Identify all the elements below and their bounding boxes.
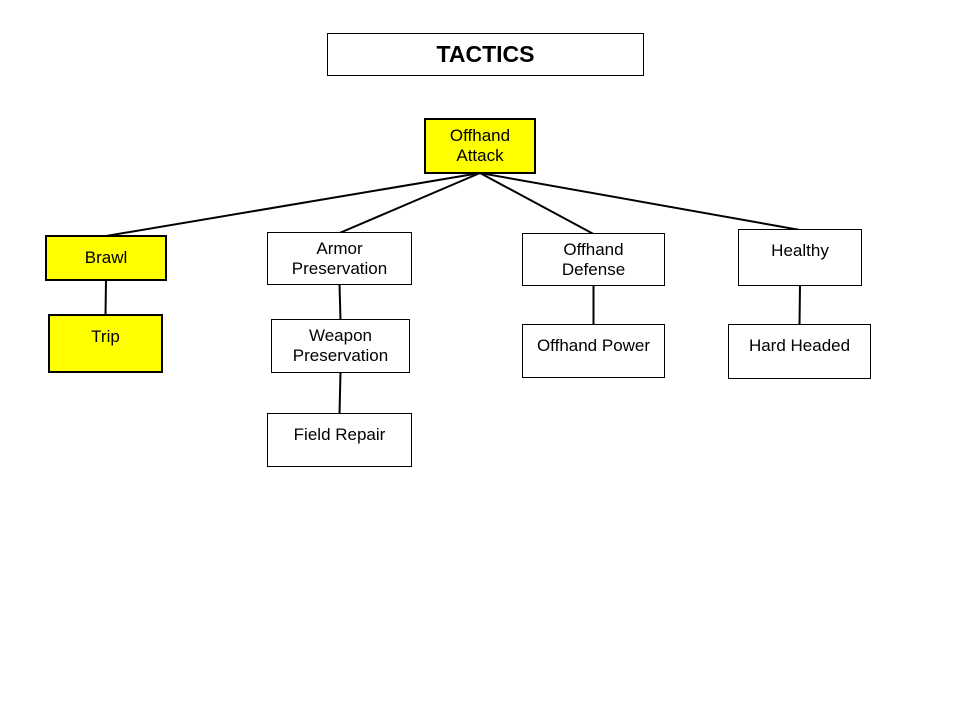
node-brawl[interactable]: Brawl xyxy=(45,235,167,281)
node-offhand-defense[interactable]: Offhand Defense xyxy=(522,233,665,286)
node-offhand-attack[interactable]: Offhand Attack xyxy=(424,118,536,174)
node-field-repair[interactable]: Field Repair xyxy=(267,413,412,467)
node-armor-preservation[interactable]: Armor Preservation xyxy=(267,232,412,285)
node-healthy[interactable]: Healthy xyxy=(738,229,862,286)
node-weapon-preservation[interactable]: Weapon Preservation xyxy=(271,319,410,373)
node-offhand-power[interactable]: Offhand Power xyxy=(522,324,665,378)
node-hard-headed[interactable]: Hard Headed xyxy=(728,324,871,379)
diagram-title: TACTICS xyxy=(327,33,644,76)
node-trip[interactable]: Trip xyxy=(48,314,163,373)
